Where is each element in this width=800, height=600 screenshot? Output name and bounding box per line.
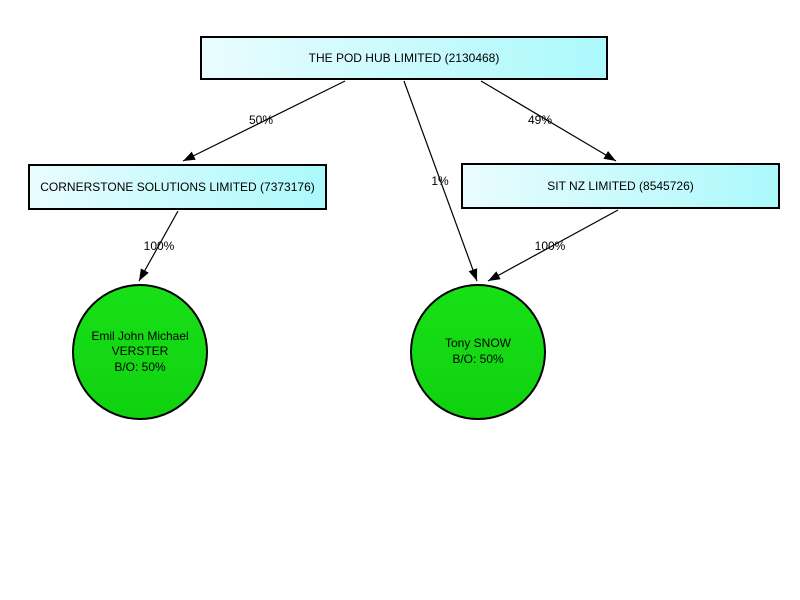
person-node-verster: Emil John Michael VERSTER B/O: 50%	[72, 284, 208, 420]
company-label-cornerstone: CORNERSTONE SOLUTIONS LIMITED (7373176)	[40, 179, 315, 194]
edge-label-podhub-snow: 1%	[431, 174, 449, 188]
person-name-snow: Tony SNOW	[444, 336, 511, 351]
edge-label-podhub-cornerstone: 50%	[248, 113, 274, 127]
edge-sitnz-snow	[487, 209, 619, 282]
company-node-cornerstone: CORNERSTONE SOLUTIONS LIMITED (7373176)	[28, 164, 327, 210]
company-label-sit-nz: SIT NZ LIMITED (8545726)	[547, 178, 694, 193]
edge-podhub-snow	[403, 80, 478, 282]
person-name-verster: Emil John Michael VERSTER	[91, 328, 189, 359]
edge-label-podhub-sitnz: 49%	[527, 113, 553, 127]
person-ownership-verster: B/O: 50%	[114, 359, 166, 374]
edge-label-sitnz-snow: 100%	[534, 239, 566, 253]
company-label-pod-hub: THE POD HUB LIMITED (2130468)	[308, 50, 500, 65]
person-node-snow: Tony SNOW B/O: 50%	[410, 284, 546, 420]
edge-label-cornerstone-verster: 100%	[143, 239, 175, 253]
person-ownership-snow: B/O: 50%	[452, 352, 504, 366]
edge-podhub-cornerstone	[182, 80, 346, 162]
edge-podhub-sitnz	[480, 80, 617, 162]
edge-cornerstone-verster	[138, 210, 179, 282]
company-node-pod-hub: THE POD HUB LIMITED (2130468)	[200, 36, 608, 80]
company-node-sit-nz: SIT NZ LIMITED (8545726)	[461, 163, 780, 209]
